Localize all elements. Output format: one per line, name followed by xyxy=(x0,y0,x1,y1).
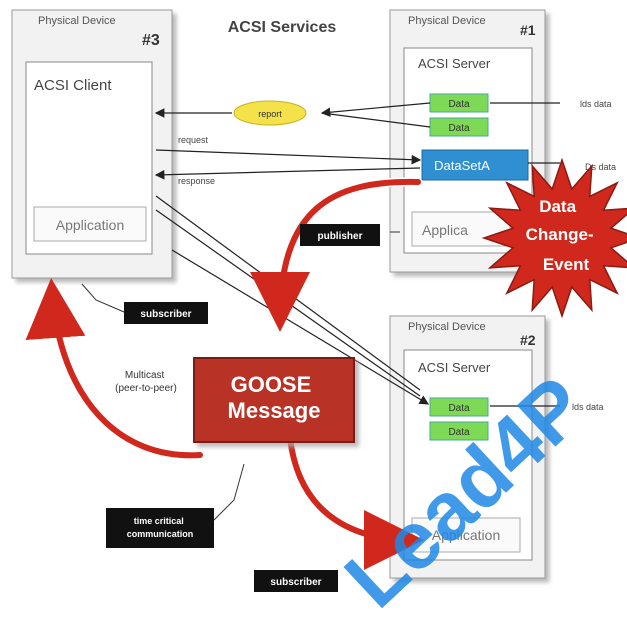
publisher-tag: publisher xyxy=(300,224,380,246)
dataset-a-label: DataSetA xyxy=(434,158,490,173)
server-1-application-label: Applica xyxy=(422,222,468,238)
subscriber-label: subscriber xyxy=(140,309,191,320)
right-note-1: lds data xyxy=(580,99,612,109)
multicast-label: Multicast (peer-to-peer) xyxy=(115,370,177,394)
server-2-application-label: Application xyxy=(432,527,501,543)
server-2-data-1: Data xyxy=(448,403,470,414)
client-device: Physical Device #3 ACSI Client Applicati… xyxy=(11,9,173,279)
goose-title: GOOSE Message xyxy=(228,372,321,423)
time-critical-line-2: communication xyxy=(127,529,194,539)
event-text-line-3: Event xyxy=(543,255,590,274)
acsi-server-2-label: ACSI Server xyxy=(418,360,491,375)
server-device-2-number: #2 xyxy=(520,332,536,348)
red-flow-arrows xyxy=(25,177,424,570)
tag-pointers xyxy=(81,231,400,521)
subscriber-tag-2: subscriber xyxy=(254,570,338,592)
report-label: report xyxy=(258,109,282,119)
time-critical-line-1: time critical xyxy=(134,516,184,526)
acsi-server-1-label: ACSI Server xyxy=(418,56,491,71)
publisher-label: publisher xyxy=(317,231,362,242)
data-change-event: Data Change- Event xyxy=(481,157,627,319)
server-device-1-label: Physical Device xyxy=(408,15,486,27)
server-2-data-2: Data xyxy=(448,427,470,438)
right-note-3: lds data xyxy=(572,402,604,412)
goose-title-line-1: GOOSE xyxy=(231,372,312,397)
time-critical-tag: time critical communication xyxy=(106,508,214,548)
diagram-title: ACSI Services xyxy=(228,19,337,36)
subscriber-tag: subscriber xyxy=(124,302,208,324)
server-1-data-2: Data xyxy=(448,123,470,134)
multicast-line-1: Multicast xyxy=(125,370,165,381)
server-device-2-label: Physical Device xyxy=(408,321,486,333)
request-label: request xyxy=(178,135,209,145)
client-application-label: Application xyxy=(56,217,125,233)
event-text-line-1: Data xyxy=(539,197,576,216)
time-critical-label: time critical communication xyxy=(127,516,194,539)
event-text-line-2: Change- xyxy=(526,225,594,244)
server-device-1: Physical Device #1 ACSI Server Data Data… xyxy=(389,9,546,273)
server-device-2: Physical Device #2 ACSI Server Data Data… xyxy=(389,315,546,579)
response-label: response xyxy=(178,176,215,186)
event-text: Data Change- Event xyxy=(526,197,599,274)
goose-message: GOOSE Message xyxy=(193,357,355,443)
client-device-label: Physical Device xyxy=(38,15,116,27)
right-note-2: Ds data xyxy=(585,162,616,172)
server-1-data-1: Data xyxy=(448,99,470,110)
goose-title-line-2: Message xyxy=(228,398,321,423)
server-device-1-number: #1 xyxy=(520,22,536,38)
subscriber-label-2: subscriber xyxy=(270,577,321,588)
report-indicator: report xyxy=(233,100,307,126)
client-device-number: #3 xyxy=(142,32,160,49)
acsi-client-label: ACSI Client xyxy=(34,77,112,94)
multicast-line-2: (peer-to-peer) xyxy=(115,383,177,394)
